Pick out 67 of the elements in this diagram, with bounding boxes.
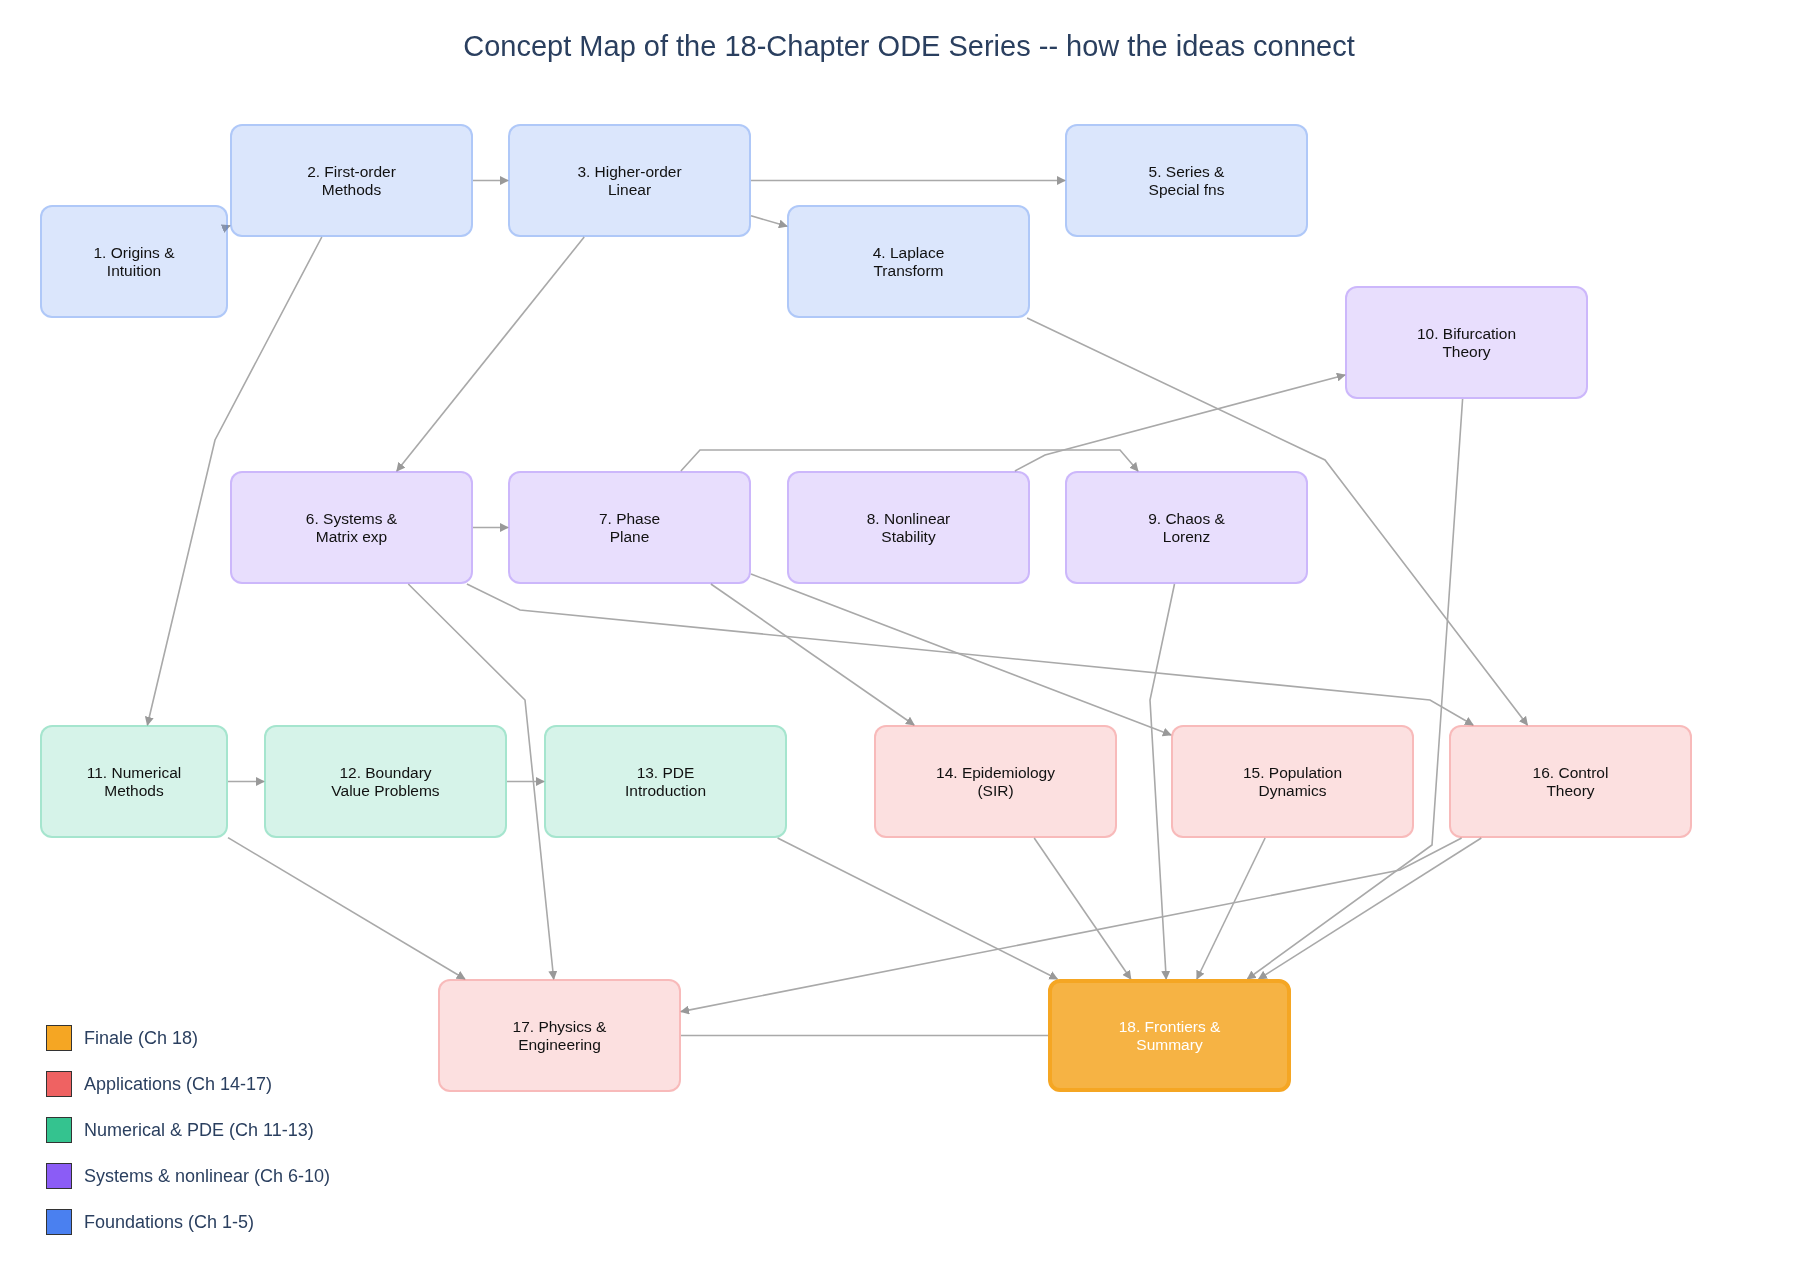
chapter-box xyxy=(1449,725,1692,838)
node-label: 7. Phase Plane xyxy=(597,509,662,546)
node-label: 3. Higher-order Linear xyxy=(576,162,683,199)
legend-label: Foundations (Ch 1-5) xyxy=(84,1211,255,1233)
node-label: 18. Frontiers & Summary xyxy=(1117,1017,1222,1054)
arrow xyxy=(1196,837,1266,980)
legend-label: Numerical & PDE (Ch 11-13) xyxy=(84,1119,314,1141)
arrow xyxy=(680,449,1139,472)
node-label: 2. First-order Methods xyxy=(306,162,397,199)
node-label: 6. Systems & Matrix exp xyxy=(304,509,399,546)
node-label: 5. Series & Special fns xyxy=(1147,162,1226,199)
node-label: 9. Chaos & Lorenz xyxy=(1147,509,1226,546)
chapter-box xyxy=(1048,979,1291,1092)
arrow xyxy=(1033,837,1132,980)
chapter-box xyxy=(1345,286,1588,399)
node-label: 8. Nonlinear Stability xyxy=(865,509,952,546)
connector-line xyxy=(680,1034,1049,1037)
arrow xyxy=(750,215,788,229)
chapter-box xyxy=(1065,124,1308,237)
chapter-box xyxy=(1171,725,1414,838)
chapter-box xyxy=(438,979,681,1092)
node-label: 16. Control Theory xyxy=(1531,763,1610,800)
diagram-title: Concept Map of the 18-Chapter ODE Series -- how the ideas connect xyxy=(462,30,1356,63)
chapter-box xyxy=(230,471,473,584)
arrow xyxy=(407,583,558,980)
arrow xyxy=(472,523,509,532)
node-label: 11. Numerical Methods xyxy=(85,763,183,800)
chapter-box xyxy=(874,725,1117,838)
legend-label: Finale (Ch 18) xyxy=(84,1027,199,1049)
node-label: 15. Population Dynamics xyxy=(1241,763,1344,800)
arrow xyxy=(506,777,545,786)
arrow xyxy=(466,583,1474,726)
chapter-box xyxy=(787,205,1030,318)
arrow xyxy=(227,777,265,786)
chapter-box xyxy=(508,124,751,237)
chapter-box xyxy=(1065,471,1308,584)
arrow xyxy=(144,236,323,726)
arrow xyxy=(227,836,466,980)
arrow xyxy=(1257,837,1483,980)
node-label: 1. Origins & Intuition xyxy=(92,243,176,280)
chapter-box xyxy=(40,725,228,838)
node-label: 4. Laplace Transform xyxy=(871,243,946,280)
chapter-box xyxy=(230,124,473,237)
chapter-box xyxy=(787,471,1030,584)
node-label: 12. Boundary Value Problems xyxy=(330,763,441,800)
node-label: 13. PDE Introduction xyxy=(624,763,707,800)
node-label: 17. Physics & Engineering xyxy=(511,1017,608,1054)
arrow xyxy=(776,837,1059,980)
node-label: 10. Bifurcation Theory xyxy=(1415,324,1518,361)
arrow xyxy=(396,236,585,472)
arrow xyxy=(1246,398,1464,980)
arrow xyxy=(750,573,1172,737)
legend-label: Applications (Ch 14-17) xyxy=(84,1073,273,1095)
arrow xyxy=(220,224,231,233)
arrow xyxy=(1026,317,1529,726)
arrow xyxy=(750,176,1066,185)
arrow xyxy=(680,837,1463,1015)
arrow xyxy=(710,583,915,726)
chapter-box xyxy=(40,205,228,318)
arrow xyxy=(1149,583,1176,980)
chapter-box xyxy=(544,725,787,838)
chapter-box xyxy=(264,725,507,838)
arrow xyxy=(1014,372,1346,472)
node-label: 14. Epidemiology (SIR) xyxy=(935,763,1056,800)
legend-label: Systems & nonlinear (Ch 6-10) xyxy=(84,1165,331,1187)
chapter-box xyxy=(508,471,751,584)
arrow xyxy=(472,176,509,185)
